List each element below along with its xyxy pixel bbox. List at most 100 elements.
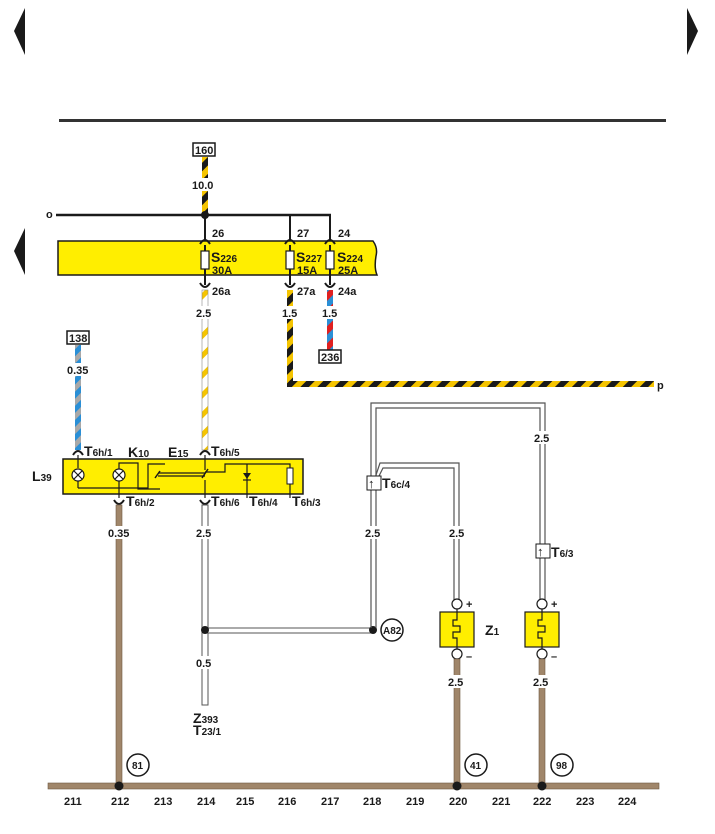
ruler-number: 220 [449,796,467,808]
switch-e15-icon [154,455,291,498]
wire-size-t6c4-right: 2.5 [449,528,464,540]
wire-27-label: 27 [297,228,309,240]
connector-t6h1: T6h/1 [84,443,113,459]
fuse-s227: S227 15A [285,245,322,285]
connector-t23-1: T23/1 [193,722,221,738]
ref-236-label: 236 [321,352,339,364]
wire-size-26a: 2.5 [196,308,211,320]
header-rule [59,119,666,122]
ruler-number: 216 [278,796,296,808]
lamp-l39-icon [71,455,165,489]
svg-text:S224: S224 [337,249,363,265]
diode-icon [243,464,251,498]
wire-138 [75,345,81,450]
ruler-number: 213 [154,796,172,808]
fuse-s224: S224 25A [325,245,363,285]
wire-to-a82 [204,627,374,634]
wire-size-z393: 0.5 [196,658,211,670]
component-e15: E15 [168,444,189,460]
wire-size-27a: 1.5 [282,308,297,320]
ground-ref-81 [126,753,150,777]
svg-text:41: 41 [470,761,482,772]
heater-z1-icon [439,598,475,660]
connector-t6c4: T6c/4 [382,475,410,491]
position-ruler: 211 212 213 214 215 216 217 218 219 220 221 222 223 2… [64,796,637,808]
ref-160-label: 160 [195,145,213,157]
wire-size-z2-ground: 2.5 [533,677,548,689]
rail-p [287,381,654,387]
fuse-module-icon [286,467,294,498]
wire-size-t6h6: 2.5 [196,528,211,540]
rail-right-label: p [657,380,664,392]
wire-24-label: 24 [338,228,351,240]
svg-text:A82: A82 [383,626,402,637]
ground-bus [47,782,660,790]
rail-left-label: o [46,209,53,221]
svg-text:25A: 25A [338,265,358,277]
z1-minus: – [466,651,472,663]
wire-size-main-feed: 10.0 [192,180,213,192]
svg-text:S226: S226 [211,249,237,265]
connector-box-t6-3 [535,543,551,559]
wire-size-t6h2: 0.35 [108,528,129,540]
connector-box-t6c4 [366,475,382,491]
ruler-number: 221 [492,796,510,808]
component-z393: Z393 [193,710,219,726]
svg-text:81: 81 [132,761,144,772]
z2-plus: + [551,599,557,611]
connector-t6h5: T6h/5 [211,443,240,459]
ref-a82 [380,618,404,642]
ref-138-label: 138 [69,333,87,345]
ruler-number: 219 [406,796,424,808]
z2-minus: – [551,651,557,663]
wire-t6h6 [201,504,209,706]
ruler-number: 214 [197,796,216,808]
connector-t6h4: T6h/4 [249,493,278,509]
wire-size-loop-right: 2.5 [534,433,549,445]
connector-t6-3: T6/3 [551,544,574,560]
wire-24a [327,290,333,350]
wire-size-z1-ground: 2.5 [448,677,463,689]
wire-26a-label: 26a [212,286,231,298]
connector-t6h2: T6h/2 [126,493,155,509]
wire-t6h2-ground [115,504,123,786]
wire-24a-label: 24a [338,286,357,298]
ruler-number: 215 [236,796,254,808]
component-z1: Z1 [485,622,500,638]
svg-text:98: 98 [556,761,568,772]
svg-text:↑: ↑ [537,544,544,559]
heater-z2-icon [524,598,560,660]
connector-t6h6: T6h/6 [211,493,240,509]
prev-section-arrow-icon[interactable] [14,228,25,275]
ruler-number: 222 [533,796,551,808]
fuse-s226: S226 30A [200,245,237,285]
connector-t6h3: T6h/3 [292,493,321,509]
wire-size-24a: 1.5 [322,308,337,320]
wire-26-label: 26 [212,228,224,240]
component-k10: K10 [128,444,150,460]
z1-plus: + [466,599,472,611]
ruler-number: 223 [576,796,594,808]
svg-text:30A: 30A [212,265,232,277]
ground-ref-98 [550,753,574,777]
ruler-number: 224 [618,796,637,808]
svg-text:15A: 15A [297,265,317,277]
ruler-number: 211 [64,796,82,808]
ref-box-160 [192,142,216,157]
next-page-arrow-icon[interactable] [687,8,698,55]
ruler-number: 212 [111,796,129,808]
wire-loop-outer [370,402,546,628]
ruler-number: 218 [363,796,381,808]
lamp-k10-icon [112,462,160,498]
prev-page-arrow-icon[interactable] [14,8,25,55]
ground-ref-41 [464,753,488,777]
ruler-number: 217 [321,796,339,808]
wire-27a-label: 27a [297,286,316,298]
wire-size-t6c4-left: 2.5 [365,528,380,540]
ref-box-236 [318,349,342,364]
fuse-carrier-band [57,240,379,276]
component-l39: L39 [32,468,52,484]
wire-size-138: 0.35 [67,365,88,377]
ref-box-138 [66,330,90,345]
